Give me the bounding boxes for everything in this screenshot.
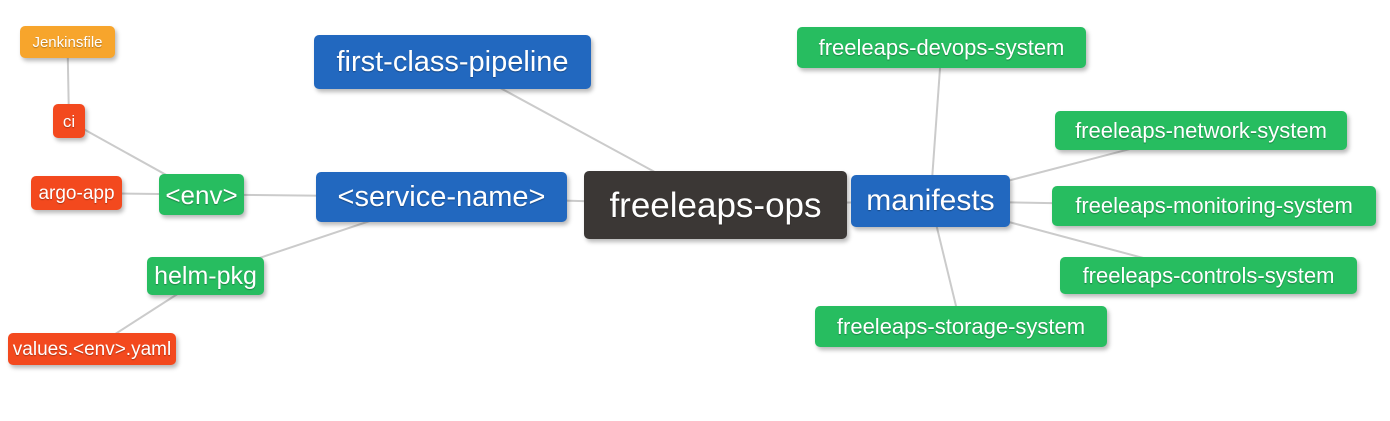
node-storage-system[interactable]: freeleaps-storage-system [815, 306, 1107, 347]
node-env[interactable]: <env> [159, 174, 244, 215]
node-manifests[interactable]: manifests [851, 175, 1010, 227]
node-monitoring-system[interactable]: freeleaps-monitoring-system [1052, 186, 1376, 226]
node-helm-pkg[interactable]: helm-pkg [147, 257, 264, 295]
node-service-name[interactable]: <service-name> [316, 172, 567, 222]
node-values-env-yaml[interactable]: values.<env>.yaml [8, 333, 176, 365]
node-controls-system[interactable]: freeleaps-controls-system [1060, 257, 1357, 294]
node-network-system[interactable]: freeleaps-network-system [1055, 111, 1347, 150]
node-devops-system[interactable]: freeleaps-devops-system [797, 27, 1086, 68]
node-freeleaps-ops[interactable]: freeleaps-ops [584, 171, 847, 239]
node-first-class-pipeline[interactable]: first-class-pipeline [314, 35, 591, 89]
node-jenkinsfile[interactable]: Jenkinsfile [20, 26, 115, 58]
node-ci[interactable]: ci [53, 104, 85, 138]
node-argo-app[interactable]: argo-app [31, 176, 122, 210]
